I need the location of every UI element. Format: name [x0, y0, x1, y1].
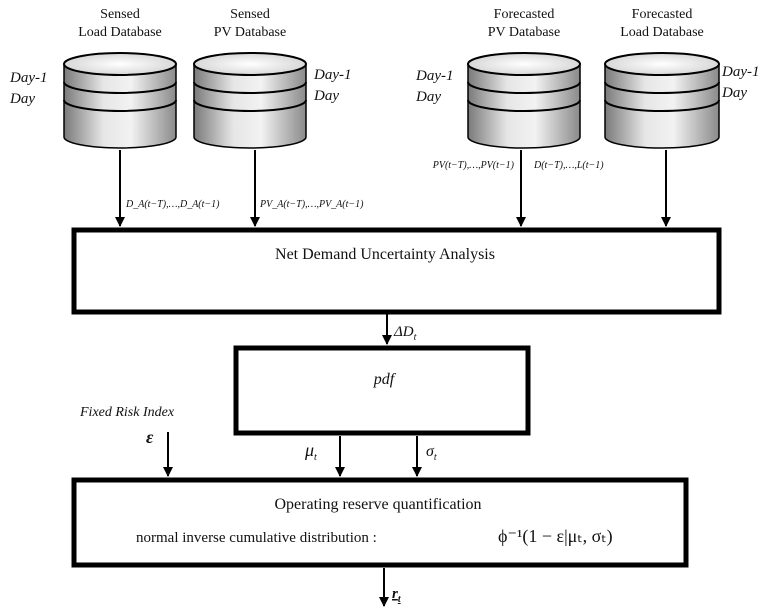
delta-d-label: ΔDt	[393, 324, 417, 343]
day-minus-1-label: Day-1	[9, 70, 48, 86]
db-title-line2: PV Database	[488, 25, 560, 40]
flow-label-sensed-pv: PV_A(t−T),…,PV_A(t−1)	[259, 199, 364, 210]
db-title-line2: Load Database	[78, 25, 162, 40]
db-title-line1: Sensed	[230, 7, 270, 22]
db-title-line1: Forecasted	[632, 7, 693, 22]
database-cylinder-icon	[193, 63, 307, 149]
flow-label-forecast-load: D(t−T),…,L(t−1)	[533, 160, 604, 171]
net-demand-analysis-box	[71, 227, 722, 315]
sensed-load-database: Sensed Load Database Day-1 Day	[9, 7, 177, 149]
db-title-line2: PV Database	[214, 25, 286, 40]
epsilon-label: ε	[146, 427, 154, 447]
operating-reserve-subtitle: normal inverse cumulative distribution :	[136, 530, 377, 546]
day-label: Day	[313, 88, 339, 104]
forecasted-load-database: Forecasted Load Database Day-1 Day	[604, 7, 760, 149]
operating-reserve-box	[71, 477, 689, 568]
database-cylinder-icon	[604, 63, 720, 149]
db-title-line1: Sensed	[100, 7, 140, 22]
mu-label: μt	[304, 440, 317, 463]
operating-reserve-title: Operating reserve quantification	[274, 496, 481, 513]
db-title-line2: Load Database	[620, 25, 704, 40]
sigma-label: σt	[426, 443, 437, 463]
day-label: Day	[415, 89, 441, 105]
db-title-line1: Forecasted	[494, 7, 555, 22]
day-label: Day	[721, 85, 747, 101]
database-cylinder-icon	[63, 63, 177, 149]
net-demand-analysis-label: Net Demand Uncertainty Analysis	[275, 246, 495, 263]
day-minus-1-label: Day-1	[721, 64, 760, 80]
database-cylinder-icon	[467, 63, 581, 149]
forecasted-pv-database: Forecasted PV Database Day-1 Day	[415, 7, 581, 149]
inverse-cdf-formula: ϕ⁻¹(1 − ε|μₜ, σₜ)	[498, 526, 613, 547]
pdf-label: pdf	[373, 371, 397, 388]
day-label: Day	[9, 91, 35, 107]
day-minus-1-label: Day-1	[415, 68, 454, 84]
day-minus-1-label: Day-1	[313, 67, 352, 83]
fixed-risk-index-label: Fixed Risk Index	[79, 405, 175, 420]
sensed-pv-database: Sensed PV Database Day-1 Day	[193, 7, 352, 149]
pdf-box	[233, 345, 531, 436]
flow-label-sensed-load: D_A(t−T),…,D_A(t−1)	[125, 199, 220, 210]
output-r-label: rt	[392, 586, 402, 605]
flow-label-forecast-pv: PV(t−T),…,PV(t−1)	[432, 160, 515, 171]
